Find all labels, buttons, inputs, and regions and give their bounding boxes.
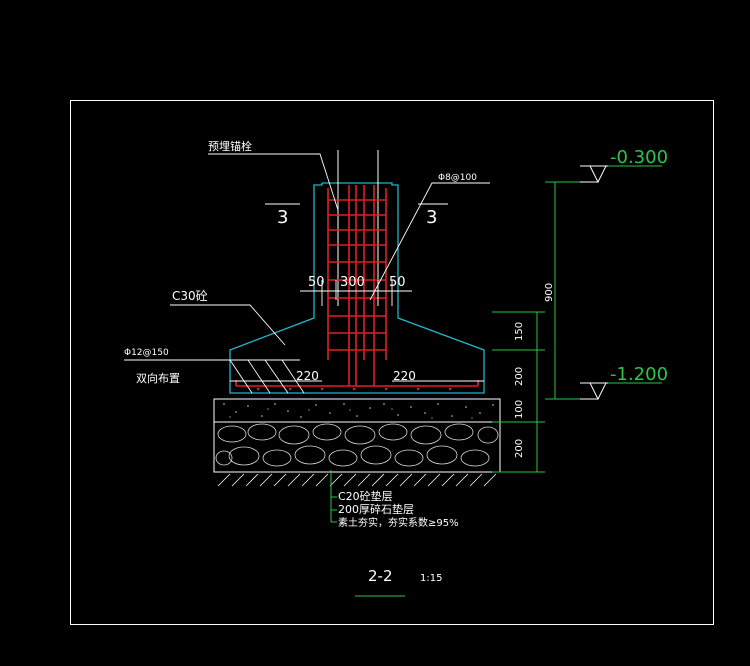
concrete-cushion (213, 398, 501, 423)
label-bottom-bar: Φ12@150 (124, 348, 169, 358)
dim-col-left: 50 (308, 275, 325, 290)
label-anchor-bolt: 预埋锚栓 (208, 139, 252, 153)
label-stirrup: Φ8@100 (438, 173, 477, 183)
anchor-bolts (337, 150, 379, 306)
dim-h-total: 900 (544, 283, 555, 302)
dim-step-left: 220 (296, 369, 319, 383)
foundation-outline (229, 182, 485, 394)
soil-hatch (214, 471, 500, 487)
rebar-dots (256, 387, 452, 391)
label-section-right: 3 (426, 207, 437, 228)
label-two-way: 双向布置 (136, 371, 180, 385)
dim-step-right: 220 (393, 369, 416, 383)
label-concrete: C30砼 (172, 289, 208, 303)
dim-h-upper: 150 (514, 322, 525, 341)
dim-col-right: 50 (389, 275, 406, 290)
horizontal-dimensions (230, 280, 484, 382)
cushion-hatch (223, 403, 494, 419)
dim-h-cushion: 100 (514, 400, 525, 419)
drawing-scale: 1:15 (420, 573, 442, 584)
elevation-markers (580, 165, 612, 400)
elevation-top: -0.300 (610, 147, 668, 168)
dim-h-gravel: 200 (514, 439, 525, 458)
dim-col-mid: 300 (340, 275, 365, 290)
note-line-2: 200厚碎石垫层 (338, 502, 414, 516)
label-section-left: 3 (277, 207, 288, 228)
gravel-layer (213, 421, 501, 473)
vertical-dimensions (330, 181, 598, 597)
rebar-cage (235, 185, 479, 387)
note-line-3: 素土夯实，夯实系数≥95% (338, 516, 459, 529)
drawing-border (70, 100, 714, 625)
leader-lines (124, 153, 490, 394)
gravel-hatch (215, 423, 499, 467)
note-line-1: C20砼垫层 (338, 489, 393, 503)
drawing-title: 2-2 (368, 567, 393, 585)
dim-h-lower: 200 (514, 367, 525, 386)
elevation-bottom: -1.200 (610, 364, 668, 385)
